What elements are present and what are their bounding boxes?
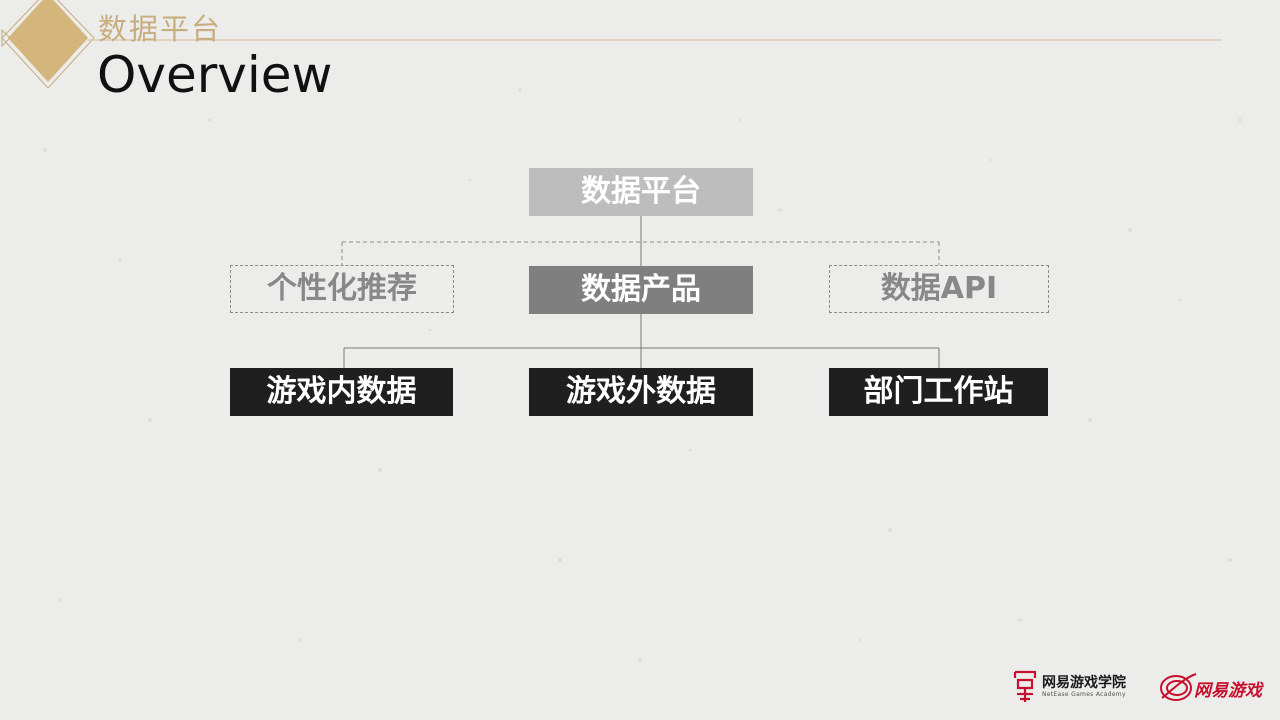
netease-games-academy-logo: 网易游戏学院 NetEase Games Academy <box>1012 668 1126 706</box>
node-personalized-recommendation: 个性化推荐 <box>230 265 454 313</box>
netease-games-logo: 网易游戏 <box>1158 668 1262 710</box>
node-data-platform: 数据平台 <box>529 168 753 216</box>
diamond-ornament-icon <box>1 0 95 89</box>
academy-subtitle: NetEase Games Academy <box>1042 691 1126 698</box>
node-data-api: 数据API <box>829 265 1049 313</box>
games-logo-text: 网易游戏 <box>1194 681 1262 701</box>
academy-seal-icon <box>1013 670 1037 702</box>
node-data-product: 数据产品 <box>529 266 753 314</box>
node-out-game-data: 游戏外数据 <box>529 368 753 416</box>
header-decoration <box>1 0 1222 89</box>
page-title: Overview <box>97 46 333 104</box>
section-title: 数据平台 <box>98 12 223 46</box>
academy-name: 网易游戏学院 <box>1042 675 1126 691</box>
node-department-workstation: 部门工作站 <box>829 368 1048 416</box>
node-in-game-data: 游戏内数据 <box>230 368 453 416</box>
netease-games-swirl-icon <box>1160 673 1197 701</box>
